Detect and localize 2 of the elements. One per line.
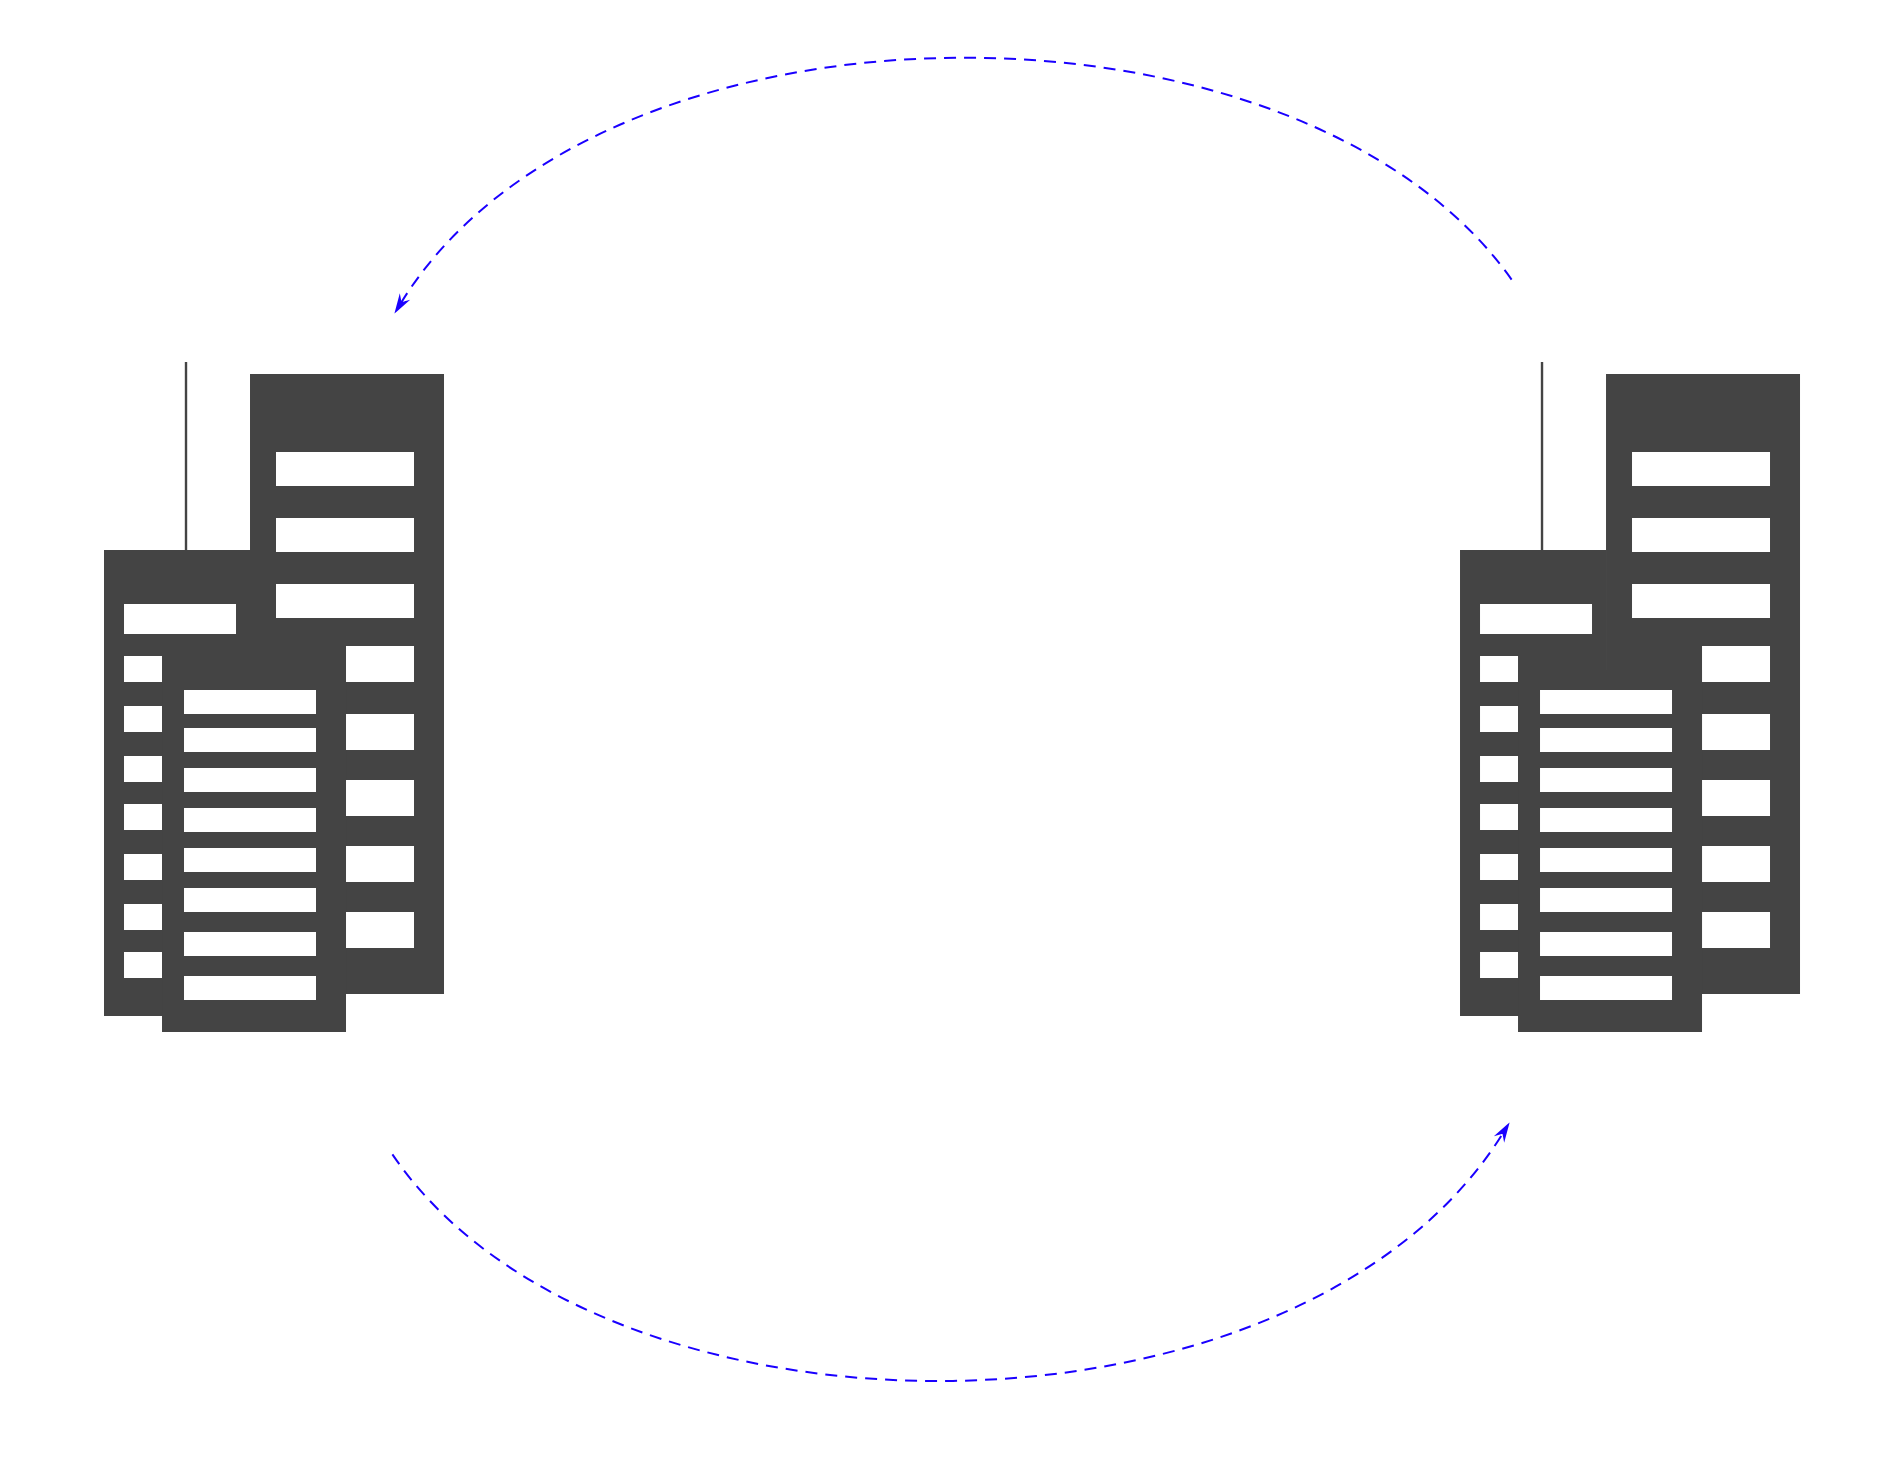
building-drawing [104, 362, 444, 1032]
building-drawing [1460, 362, 1800, 1032]
